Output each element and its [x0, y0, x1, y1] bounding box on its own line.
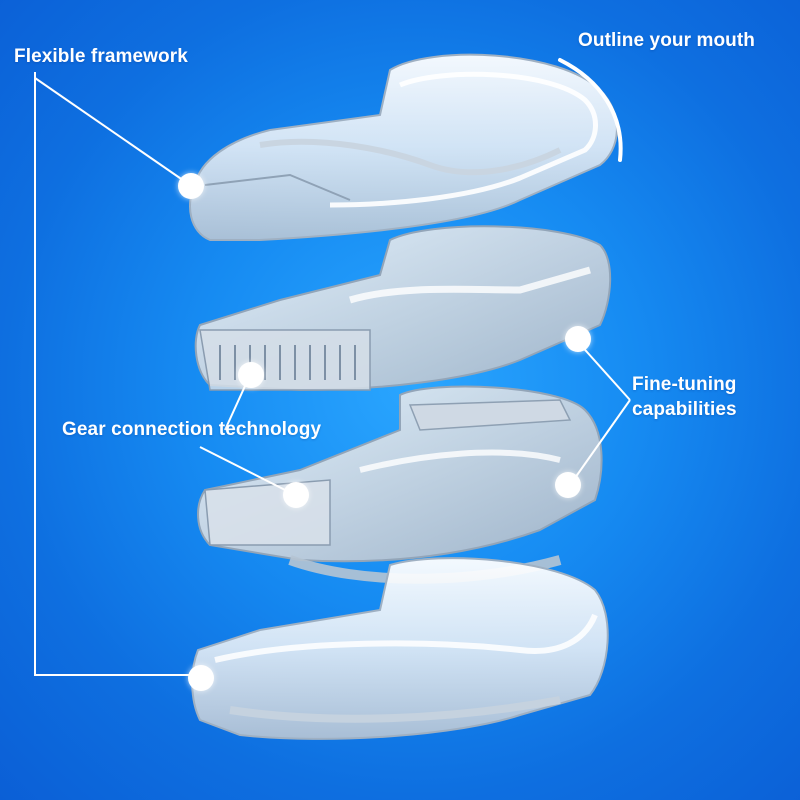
outline-arc-arrow [558, 58, 623, 162]
label-flexible-framework: Flexible framework [14, 46, 188, 67]
callout-dot-gear-upper [238, 362, 264, 388]
label-fine-tuning-line1: Fine-tuning [632, 374, 737, 395]
callout-dot-finetune-lower [555, 472, 581, 498]
label-outline-mouth: Outline your mouth [578, 30, 756, 51]
bottom-tray [191, 557, 609, 740]
callout-dot-finetune-upper [565, 326, 591, 352]
label-fine-tuning-line2: capabilities [632, 399, 737, 420]
lower-gear-tray [197, 385, 603, 584]
label-gear-connection: Gear connection technology [62, 419, 322, 440]
top-tray [189, 53, 618, 241]
callout-dot-gear-lower [283, 482, 309, 508]
callout-lines [34, 72, 631, 676]
callout-dot-framework [178, 173, 204, 199]
callout-dot-bottom [188, 665, 214, 691]
